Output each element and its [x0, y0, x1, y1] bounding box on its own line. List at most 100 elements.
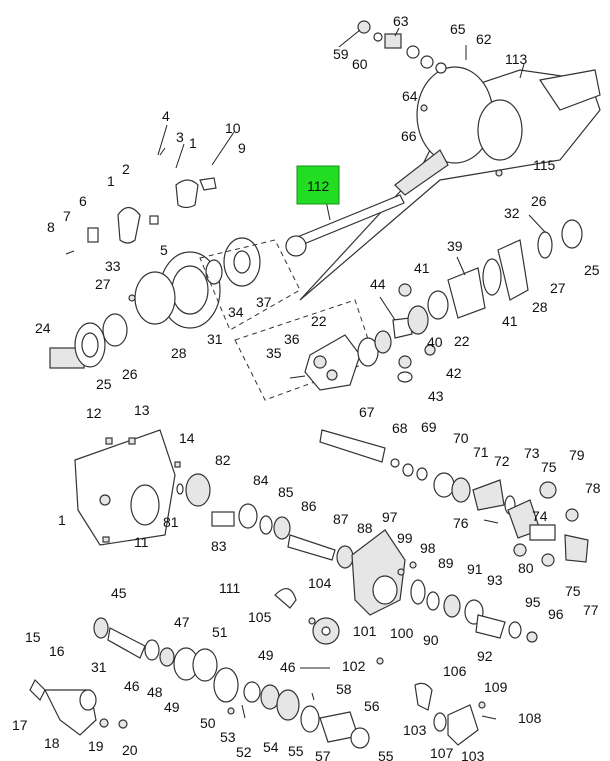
shift-fork-parts	[274, 588, 384, 665]
callout-54: 54	[263, 739, 279, 755]
carrier-housing	[74, 429, 181, 546]
callout-40: 40	[427, 334, 443, 350]
callout-25a: 25	[584, 262, 600, 278]
callout-92: 92	[477, 648, 493, 664]
callout-95: 95	[525, 594, 541, 610]
callout-77: 77	[583, 602, 599, 618]
callout-9: 9	[238, 140, 246, 156]
pinion-bearing	[49, 294, 136, 369]
callout-7: 7	[63, 208, 71, 224]
callout-99: 99	[397, 530, 413, 546]
callout-78: 78	[585, 480, 601, 496]
callout-3: 3	[176, 129, 184, 145]
callout-24: 24	[35, 320, 51, 336]
callout-39: 39	[447, 238, 463, 254]
callout-55a: 55	[288, 743, 304, 759]
callout-59: 59	[333, 46, 349, 62]
callout-47: 47	[174, 614, 190, 630]
top-small-parts	[357, 20, 503, 177]
callout-27a: 27	[550, 280, 566, 296]
callout-64: 64	[402, 88, 418, 104]
callout-49a: 49	[164, 699, 180, 715]
callout-26b: 26	[122, 366, 138, 382]
callout-2: 2	[122, 161, 130, 177]
callout-36: 36	[284, 331, 300, 347]
callout-55b: 55	[378, 748, 394, 761]
inter-axle-carrier	[351, 529, 538, 643]
callout-1a: 1	[189, 135, 197, 151]
callout-46b: 46	[280, 659, 296, 675]
callout-76: 76	[453, 515, 469, 531]
callout-71: 71	[473, 444, 489, 460]
callout-28b: 28	[171, 345, 187, 361]
bearing-cap-parts	[65, 147, 217, 255]
callout-31b: 31	[91, 659, 107, 675]
callout-103b: 103	[461, 748, 485, 761]
highlight-box-112	[296, 165, 340, 205]
lower-right-parts	[414, 682, 497, 746]
callout-27b: 27	[95, 276, 111, 292]
callout-6: 6	[79, 193, 87, 209]
callout-98: 98	[420, 540, 436, 556]
callout-50: 50	[200, 715, 216, 731]
callout-18: 18	[44, 735, 60, 751]
callout-66: 66	[401, 128, 417, 144]
leader-lines	[157, 27, 546, 321]
callout-73: 73	[524, 445, 540, 461]
callout-35: 35	[266, 345, 282, 361]
callout-11: 11	[134, 534, 149, 550]
axle-housing	[299, 66, 601, 301]
callout-43: 43	[428, 388, 444, 404]
callout-41a: 41	[414, 260, 430, 276]
callout-108: 108	[518, 710, 542, 726]
callout-101: 101	[353, 623, 377, 639]
pinion-gears	[176, 473, 354, 569]
callout-63: 63	[393, 13, 409, 29]
callout-53: 53	[220, 729, 236, 745]
callout-1c: 1	[58, 512, 66, 528]
callout-97: 97	[382, 509, 398, 525]
callout-12: 12	[86, 405, 102, 421]
callout-65: 65	[450, 21, 466, 37]
callout-31a: 31	[207, 331, 223, 347]
callout-15: 15	[25, 629, 41, 645]
callout-labels: 59 60 63 65 62 64 113 66 115 4 3 1 10 9 …	[12, 13, 601, 761]
callout-103a: 103	[403, 722, 427, 738]
callout-75b: 75	[565, 583, 581, 599]
callout-34: 34	[228, 304, 244, 320]
callout-100: 100	[390, 625, 414, 641]
callout-28a: 28	[532, 299, 548, 315]
callout-84: 84	[253, 472, 269, 488]
callout-5: 5	[160, 242, 168, 258]
callout-113: 113	[505, 51, 528, 67]
callout-32: 32	[504, 205, 520, 221]
callout-112: 112	[307, 178, 330, 194]
callout-80: 80	[518, 560, 534, 576]
callout-67: 67	[359, 404, 375, 420]
callout-62: 62	[476, 31, 492, 47]
callout-42: 42	[446, 365, 462, 381]
callout-90: 90	[423, 632, 439, 648]
callout-20: 20	[122, 742, 138, 758]
callout-19: 19	[88, 738, 104, 754]
callout-8: 8	[47, 219, 55, 235]
callout-60: 60	[352, 56, 368, 72]
callout-51: 51	[212, 624, 228, 640]
callout-74: 74	[532, 508, 548, 524]
callout-68: 68	[392, 420, 408, 436]
callout-91: 91	[467, 561, 483, 577]
callout-83: 83	[211, 538, 227, 554]
input-shaft	[319, 429, 589, 567]
callout-48: 48	[147, 684, 163, 700]
callout-102: 102	[342, 658, 366, 674]
callout-79: 79	[569, 447, 585, 463]
callout-75a: 75	[541, 459, 557, 475]
callout-87: 87	[333, 511, 349, 527]
callout-22a: 22	[454, 333, 470, 349]
callout-13: 13	[134, 402, 150, 418]
callout-107: 107	[430, 745, 454, 761]
callout-82: 82	[215, 452, 231, 468]
callout-4: 4	[162, 108, 170, 124]
callout-72: 72	[494, 453, 510, 469]
